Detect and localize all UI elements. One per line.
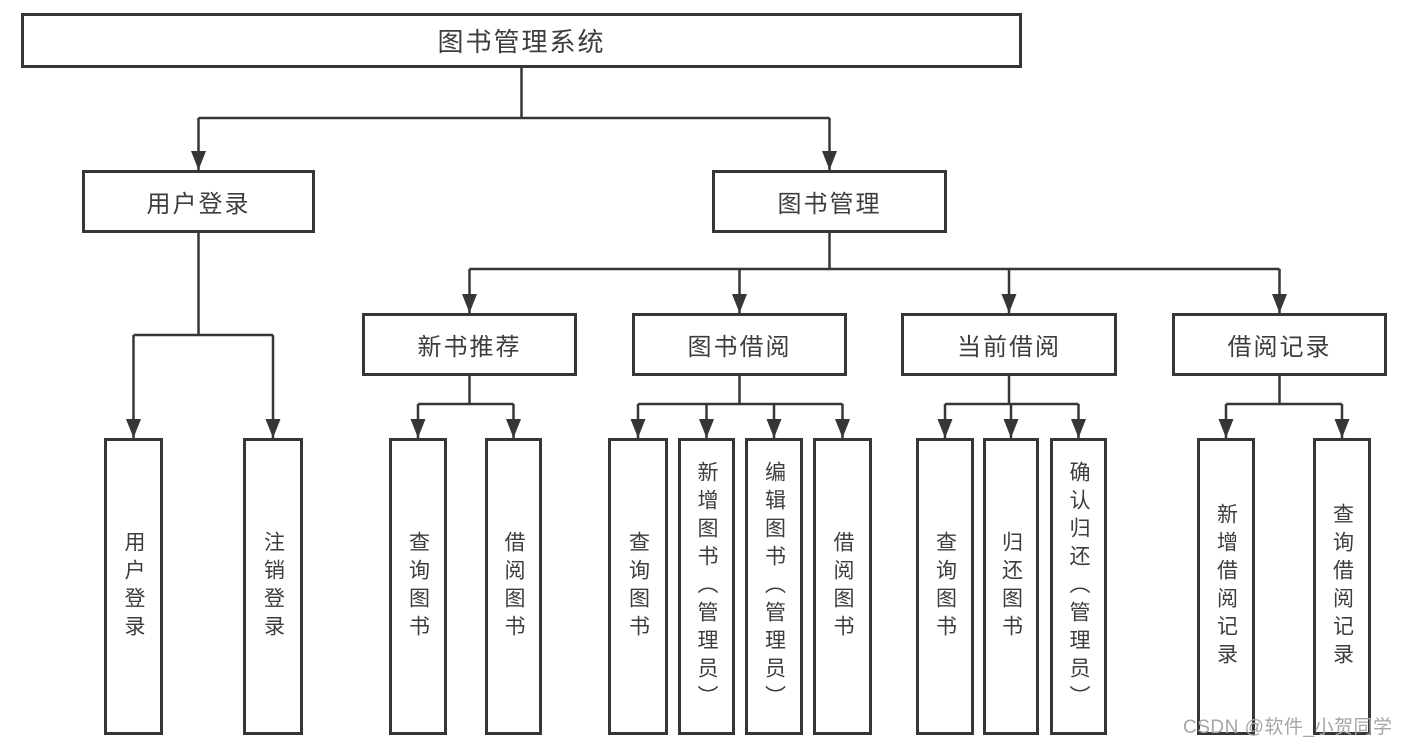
- node-user-login: 用户登录: [82, 170, 315, 233]
- csdn-watermark: CSDN @软件_小贺同学: [1183, 717, 1393, 738]
- leaf-return-books: 归还图书: [983, 438, 1039, 735]
- node-book-management: 图书管理: [712, 170, 947, 233]
- leaf-borrow-books-rec: 借阅图书: [485, 438, 542, 735]
- node-library-management-system: 图书管理系统: [21, 13, 1022, 68]
- leaf-edit-books-admin: 编辑图书（管理员）: [745, 438, 803, 735]
- node-new-book-recommendation: 新书推荐: [362, 313, 577, 376]
- node-book-borrowing: 图书借阅: [632, 313, 847, 376]
- leaf-add-books-admin: 新增图书（管理员）: [678, 438, 735, 735]
- node-borrowing-records: 借阅记录: [1172, 313, 1387, 376]
- leaf-borrow-books-bb: 借阅图书: [813, 438, 872, 735]
- leaf-confirm-return-admin: 确认归还（管理员）: [1050, 438, 1107, 735]
- leaf-user-login: 用户登录: [104, 438, 163, 735]
- leaf-query-books-bb: 查询图书: [608, 438, 668, 735]
- node-current-borrowing: 当前借阅: [901, 313, 1117, 376]
- leaf-add-borrow-record: 新增借阅记录: [1197, 438, 1255, 735]
- connector-path: [132, 68, 1344, 438]
- leaf-logout: 注销登录: [243, 438, 303, 735]
- leaf-query-borrow-record: 查询借阅记录: [1313, 438, 1371, 735]
- leaf-query-books-cb: 查询图书: [916, 438, 974, 735]
- leaf-query-books-rec: 查询图书: [389, 438, 447, 735]
